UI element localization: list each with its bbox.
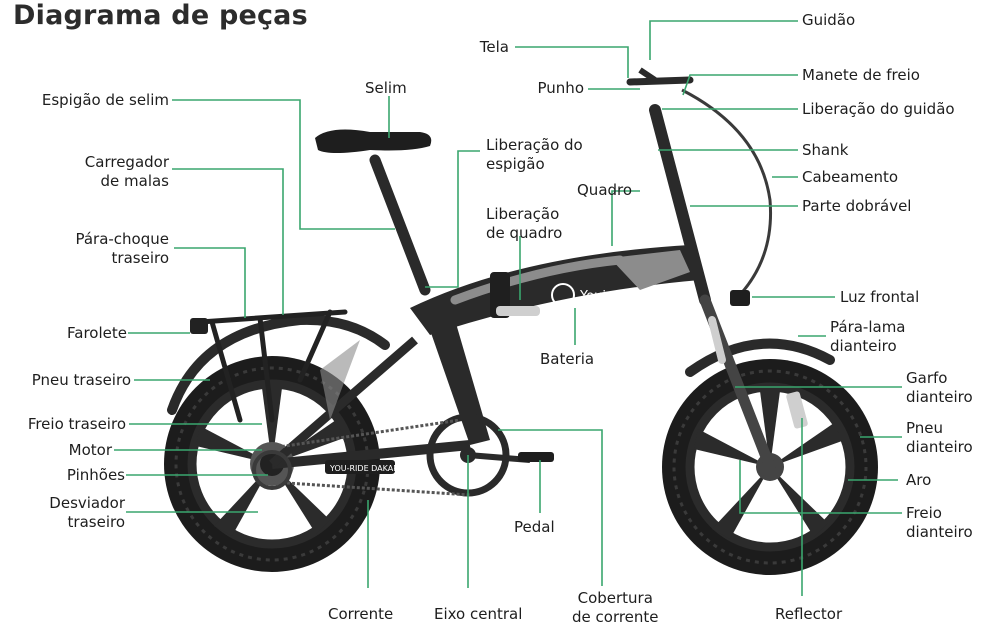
front-fender [685,338,835,377]
page-title: Diagrama de peças [13,0,308,31]
label-cobertura-line1: Cobertura [577,589,653,607]
label-desviador-line2: traseiro [67,513,125,531]
label-freio-dianteiro-line1: Freio [906,504,942,522]
leader-quadro [611,190,640,246]
label-liberacao-guidao: Liberação do guidão [802,100,955,118]
leader-espigao [172,99,395,230]
rear-light [190,318,208,334]
label-freio-dianteiro: Freio dianteiro [906,504,973,542]
label-bateria: Bateria [540,350,595,368]
leader-cobertura [498,429,603,586]
label-pinhoes: Pinhões [66,466,125,484]
label-pneu-dianteiro-line2: dianteiro [906,438,973,456]
label-aro: Aro [906,471,932,489]
label-cabeamento: Cabeamento [802,168,899,186]
saddle [315,129,432,153]
label-liberacao-espigao-line2: espigão [486,155,545,173]
label-guidao: Guidão [802,11,856,29]
label-carregador-line2: de malas [100,172,170,190]
label-tela: Tela [479,38,509,56]
label-espigao-selim: Espigão de selim [41,91,169,109]
label-pedal: Pedal [514,518,555,536]
tagline-text: YOU-RIDE DAKAR [329,464,399,473]
label-selim: Selim [365,79,407,97]
label-freio-traseiro: Freio traseiro [27,415,126,433]
label-pneu-traseiro: Pneu traseiro [31,371,131,389]
label-parachoque-line1: Pára-choque [75,230,169,248]
leader-lib-espigao [425,150,480,288]
leader-lines [114,20,902,596]
label-pneu-dianteiro-line1: Pneu [906,419,944,437]
label-parachoque-line2: traseiro [111,249,169,267]
label-liberacao-quadro: Liberação de quadro [486,205,562,243]
headlight [730,290,750,306]
handlebar [626,76,694,86]
label-reflector: Reflector [775,605,843,623]
label-paralama-dianteiro: Pára-lama dianteiro [830,318,906,356]
label-farolete: Farolete [67,324,127,342]
label-quadro: Quadro [577,181,633,199]
label-garfo-line1: Garfo [906,369,948,387]
label-eixo-central: Eixo central [434,605,523,623]
rear-fender [167,314,390,415]
rear-rack [197,309,348,423]
leader-manete [682,74,798,96]
label-liberacao-quadro-line2: de quadro [486,224,563,242]
leader-freio-diant [739,460,902,514]
label-garfo-dianteiro: Garfo dianteiro [906,369,973,407]
label-luz-frontal: Luz frontal [840,288,920,306]
label-garfo-line2: dianteiro [906,388,973,406]
label-pneu-dianteiro: Pneu dianteiro [906,419,973,457]
label-desviador-line1: Desviador [49,494,125,512]
brand-logo-text: Youin [579,289,614,304]
leader-carregador [172,168,284,315]
label-paralama-line1: Pára-lama [830,318,906,336]
leader-tela [515,46,629,78]
label-corrente: Corrente [328,605,394,623]
label-manete-freio: Manete de freio [802,66,920,84]
label-paralama-line2: dianteiro [830,337,897,355]
label-parachoque-traseiro: Pára-choque traseiro [75,230,169,268]
label-desviador-traseiro: Desviador traseiro [49,494,125,532]
cables [681,88,773,302]
chain [271,418,471,497]
stem [649,104,711,306]
seat-post [369,154,431,296]
label-liberacao-espigao: Liberação do espigão [486,136,583,174]
label-parte-dobravel: Parte dobrável [802,197,912,215]
label-liberacao-quadro-line1: Liberação [486,205,560,223]
label-freio-dianteiro-line2: dianteiro [906,523,973,541]
leader-parachoque [174,247,246,318]
label-punho: Punho [537,79,584,97]
frame: Youin [269,245,700,469]
label-motor: Motor [68,441,112,459]
label-shank: Shank [802,141,849,159]
label-cobertura-line2: de corrente [572,608,659,626]
pedal [518,452,554,462]
label-carregador-line1: Carregador [84,153,169,171]
leader-guidao [649,20,798,60]
label-liberacao-espigao-line1: Liberação do [486,136,583,154]
label-cobertura-corrente: Cobertura de corrente [572,589,659,627]
label-carregador-malas: Carregador de malas [85,153,169,191]
